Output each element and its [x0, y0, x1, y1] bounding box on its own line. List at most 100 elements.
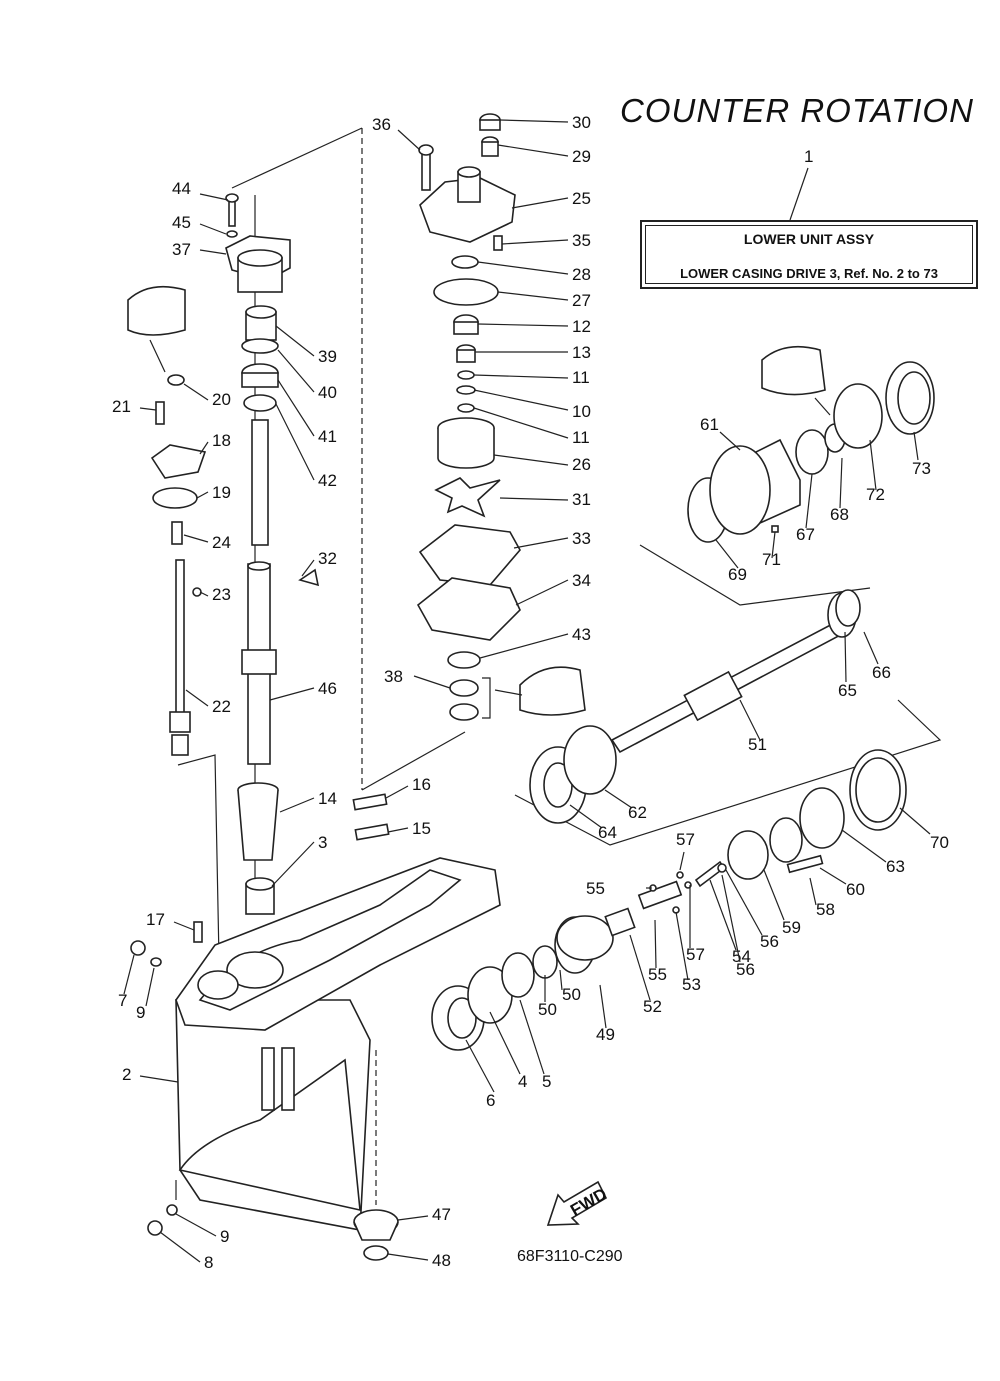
leader-line [199, 591, 209, 597]
leader-line [477, 261, 569, 275]
part-number-label: 16 [412, 775, 431, 794]
leader-line [277, 379, 315, 437]
part-number-label: 8 [204, 1253, 213, 1272]
leader-line [819, 867, 847, 885]
leader-line [277, 349, 315, 393]
part-number-label: 13 [572, 343, 591, 362]
part-number-label: 46 [318, 679, 337, 698]
part-number-label: 64 [598, 823, 617, 842]
leader-line [497, 144, 569, 157]
leader-line [869, 439, 877, 491]
leader-line [725, 869, 763, 936]
part-number-label: 36 [372, 115, 391, 134]
part-number-label: 55 [648, 965, 667, 984]
leader-line [387, 827, 409, 833]
leader-line [173, 921, 195, 931]
part-number-label: 39 [318, 347, 337, 366]
leader-line [397, 1215, 429, 1221]
leader-line [899, 807, 931, 835]
leader-line [499, 497, 569, 501]
part-number-label: 29 [572, 147, 591, 166]
leader-line [123, 954, 135, 995]
part-number-label: 11 [572, 368, 590, 387]
part-number-label: 48 [432, 1251, 451, 1270]
leader-line [863, 631, 879, 665]
part-number-label: 72 [866, 485, 885, 504]
leader-line [515, 579, 569, 606]
assembly-name: LOWER UNIT ASSY [743, 231, 875, 247]
leader-line [387, 1253, 429, 1261]
leader-line [844, 631, 847, 683]
leader-line [275, 325, 315, 357]
leader-line [675, 911, 689, 981]
part-number-label: 58 [816, 900, 835, 919]
part-number-label: 61 [700, 415, 719, 434]
part-number-label: 28 [572, 265, 591, 284]
leader-line [497, 291, 569, 301]
part-number-label: 32 [318, 549, 337, 568]
part-number-label: 52 [643, 997, 662, 1016]
part-number-label: 10 [572, 402, 591, 421]
part-number-label: 59 [782, 918, 801, 937]
leader-line [559, 969, 563, 991]
leader-line [715, 539, 739, 569]
leader-line [145, 967, 155, 1007]
part-number-label: 6 [486, 1091, 495, 1110]
leader-line [183, 383, 209, 401]
leader-line [199, 249, 227, 255]
part-number-label: 9 [220, 1227, 229, 1246]
leader-line [199, 441, 209, 455]
leader-line [196, 491, 209, 499]
part-number-label: 22 [212, 697, 231, 716]
leader-line [473, 389, 569, 411]
part-number-label: 31 [572, 490, 591, 509]
part-number-label: 56 [736, 960, 755, 979]
assembly-box-inner: LOWER UNIT ASSY LOWER CASING DRIVE 3, Re… [645, 225, 973, 284]
part-number-label: 30 [572, 113, 591, 132]
part-number-label: 24 [212, 533, 231, 552]
part-number-label: 37 [172, 240, 191, 259]
leader-line [159, 1231, 201, 1263]
part-number-label: 35 [572, 231, 591, 250]
part-number-label: 69 [728, 565, 747, 584]
part-number-label: 47 [432, 1205, 451, 1224]
part-number-label: 66 [872, 663, 891, 682]
leader-line [397, 129, 421, 151]
part-number-label: 54 [732, 947, 751, 966]
leader-line [841, 829, 887, 863]
part-number-label: 7 [118, 991, 127, 1010]
part-number-label: 38 [384, 667, 403, 686]
leader-line [654, 919, 657, 969]
part-number-label: 18 [212, 431, 231, 450]
leader-line [805, 473, 813, 529]
leader-line [465, 1039, 495, 1093]
part-number-label: 42 [318, 471, 337, 490]
leader-line [479, 633, 569, 659]
part-number-label: 50 [562, 985, 581, 1004]
part-number-label: 14 [318, 789, 337, 808]
part-number-label: 49 [596, 1025, 615, 1044]
assembly-box: LOWER UNIT ASSY LOWER CASING DRIVE 3, Re… [640, 220, 978, 289]
assembly-ref-label: 1 [804, 147, 813, 166]
part-number-label: 70 [930, 833, 949, 852]
part-number-label: 41 [318, 427, 337, 446]
leader-line [385, 785, 409, 799]
part-number-label: 43 [572, 625, 591, 644]
leader-line [679, 851, 685, 871]
part-number-label: 60 [846, 880, 865, 899]
leader-line [501, 239, 569, 245]
leader-line [139, 1075, 179, 1083]
part-number-label: 27 [572, 291, 591, 310]
part-number-label: 17 [146, 910, 165, 929]
assembly-description: LOWER CASING DRIVE 3, Ref. No. 2 to 73 [680, 266, 938, 281]
leader-line [473, 407, 569, 439]
leader-line [599, 984, 607, 1029]
leader-line [569, 804, 603, 829]
part-number-label: 67 [796, 525, 815, 544]
part-number-label: 3 [318, 833, 327, 852]
part-number-label: 45 [172, 213, 191, 232]
leader-line [279, 797, 315, 813]
